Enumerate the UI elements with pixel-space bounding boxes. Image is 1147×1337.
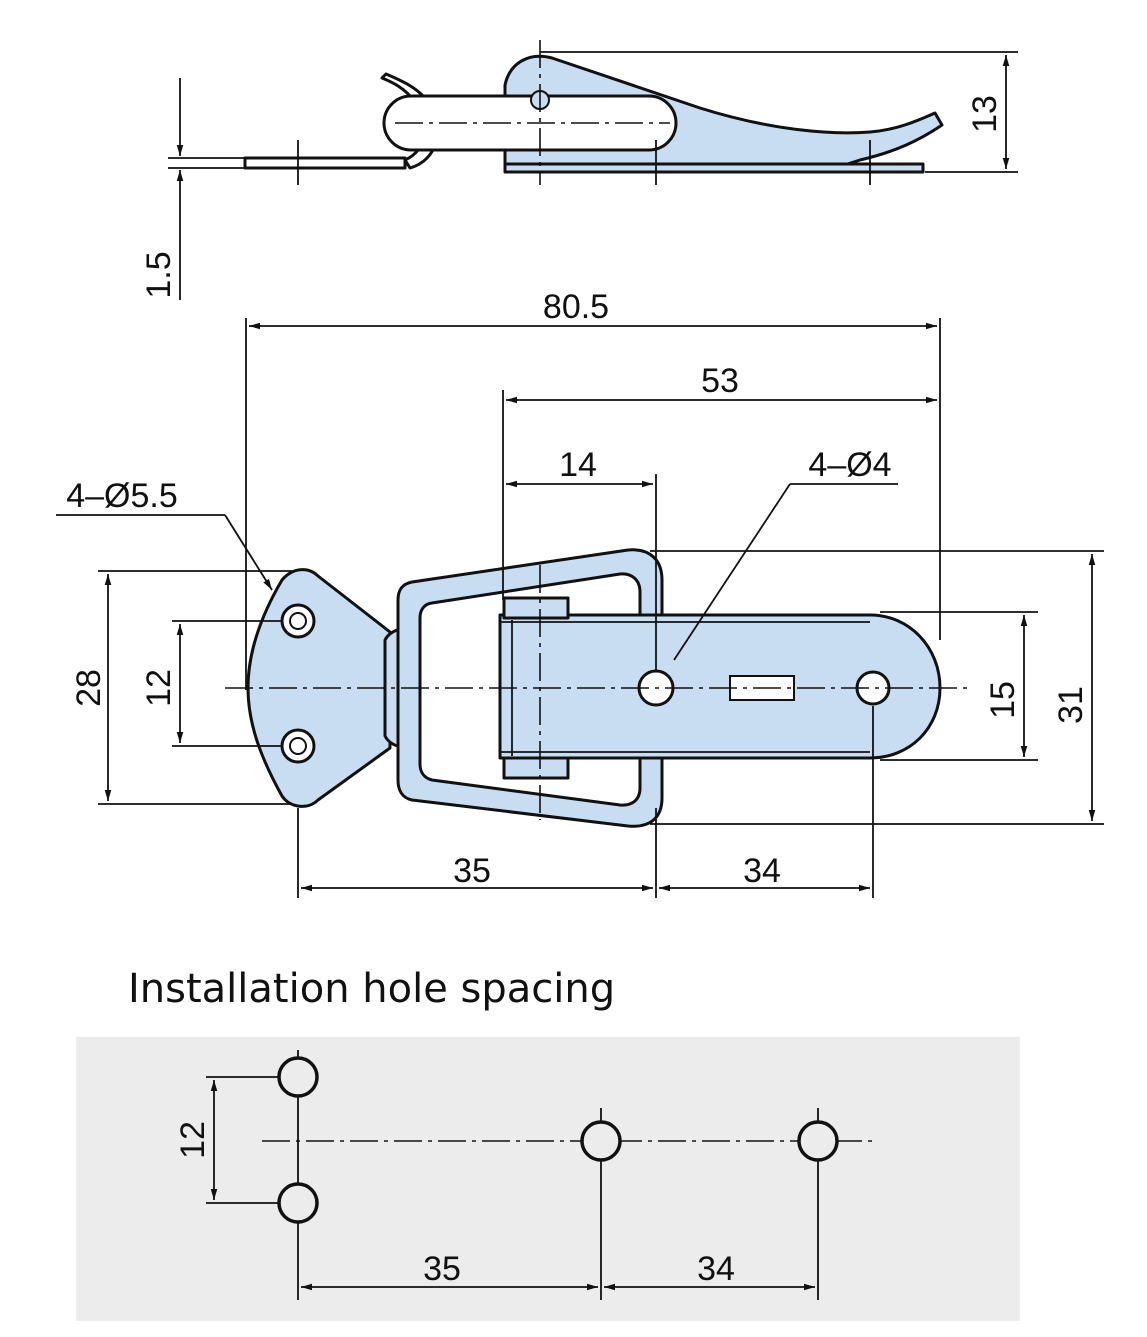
dim-1.5-label: 1.5	[140, 251, 178, 298]
base-hole-top	[280, 603, 316, 639]
top-view: 80.5 53 14 4–Ø4 4–Ø5.5 28 12 15	[56, 288, 1104, 898]
install-hole-top-left	[277, 1056, 319, 1098]
dim-15-label: 15	[984, 681, 1022, 719]
install-dim-34-label: 34	[697, 1250, 735, 1288]
installation-panel: 12 35 34	[76, 1037, 1020, 1321]
base-hole-bottom-inner	[289, 737, 307, 755]
dim-31-label: 31	[1052, 686, 1090, 724]
dim-34-label: 34	[743, 852, 781, 890]
install-dim-12-label: 12	[174, 1121, 212, 1159]
dim-28-label: 28	[70, 669, 108, 707]
install-hole-bottom-left	[277, 1182, 319, 1224]
label-4-d4: 4–Ø4	[808, 446, 891, 484]
base-hole-bottom	[280, 728, 316, 764]
install-hole-right	[797, 1120, 839, 1162]
label-4-d5.5: 4–Ø5.5	[66, 477, 178, 515]
leader-4-d4	[673, 483, 791, 661]
side-view: 13 1.5	[140, 40, 1018, 300]
pivot-end-bottom	[502, 756, 570, 780]
dim-13-label: 13	[966, 95, 1004, 133]
installation-panel-bg	[76, 1037, 1020, 1321]
pivot-end-top	[502, 596, 570, 620]
leader-4-d5.5	[224, 514, 273, 591]
dim-53-label: 53	[701, 362, 739, 400]
base-hole-top-inner	[289, 612, 307, 630]
installation-title: Installation hole spacing	[128, 966, 615, 1012]
install-hole-middle	[580, 1120, 622, 1162]
install-dim-35-label: 35	[423, 1250, 461, 1288]
dim-12-label: 12	[140, 669, 178, 707]
dim-80.5-label: 80.5	[543, 288, 609, 326]
dim-14-label: 14	[559, 446, 597, 484]
dim-35-label: 35	[453, 852, 491, 890]
side-strike-plate	[503, 162, 925, 174]
side-base-plate	[243, 156, 407, 170]
